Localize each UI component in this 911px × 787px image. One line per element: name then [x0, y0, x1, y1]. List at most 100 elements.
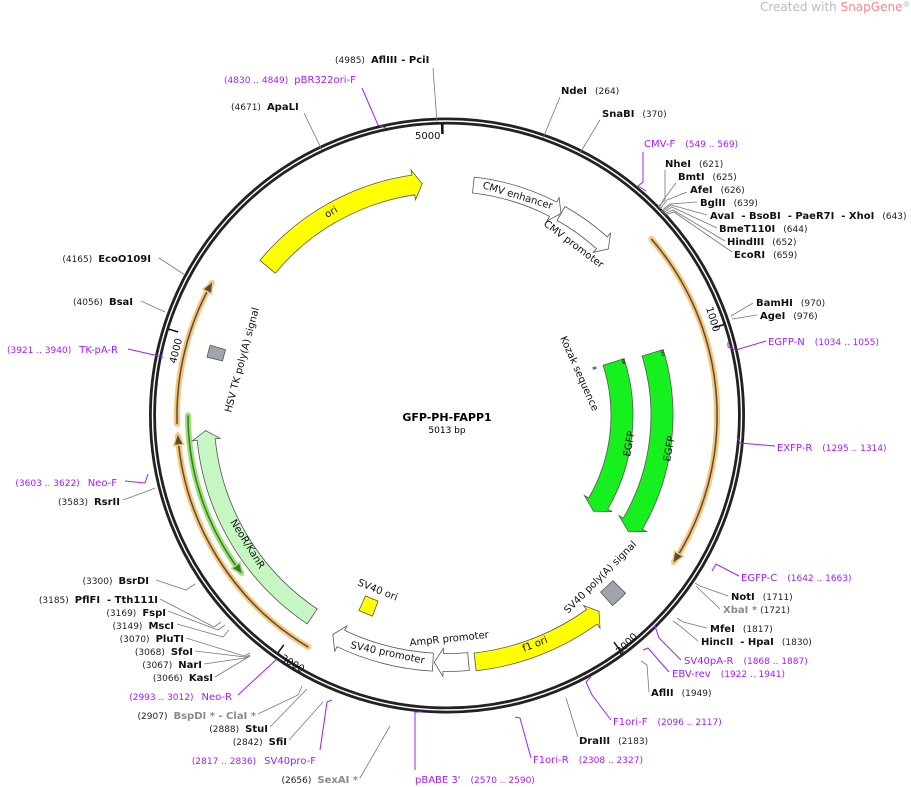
primer-label[interactable]: F1ori-R(2308 .. 2327)	[533, 755, 643, 766]
feature-hatch	[622, 362, 626, 365]
site-label[interactable]: AflII(1949)	[651, 688, 712, 699]
feature-hatch	[621, 358, 625, 361]
feature-hatch	[622, 361, 626, 364]
primers: (4830 .. 4849)pBR322ori-F CMV-F(549 .. 5…	[7, 75, 887, 786]
feature-hatch	[660, 350, 664, 352]
site-label[interactable]: (3149)MscI	[113, 621, 175, 632]
backbone-ring	[149, 117, 745, 714]
plasmid-size: 5013 bp	[428, 426, 465, 436]
site-label[interactable]: (2888)StuI	[209, 724, 268, 735]
site-label[interactable]: AgeI(976)	[760, 311, 818, 322]
leader-lines	[122, 67, 776, 779]
site-label[interactable]: XbaI *(1721)	[723, 605, 790, 616]
site-label[interactable]: SnaBI(370)	[602, 109, 667, 120]
features-layer	[172, 168, 721, 678]
orf-arrowhead	[172, 430, 185, 447]
primer-label[interactable]: pBABE 3'(2570 .. 2590)	[415, 775, 535, 786]
site-label[interactable]: HindIII(652)	[727, 237, 796, 248]
site-label[interactable]: (3583)RsrII	[58, 497, 120, 508]
feature-label-egfp-outer: EGFP	[662, 435, 677, 462]
feature-hatch	[621, 360, 625, 362]
site-label[interactable]: AfeI(626)	[690, 185, 745, 196]
site-label[interactable]: (3068)SfoI	[135, 647, 193, 658]
site-label[interactable]: (3169)FspI	[106, 608, 166, 619]
orf-halo	[174, 280, 215, 427]
feature-label-kozak: Kozak sequence	[557, 335, 600, 413]
site-label[interactable]: (3185)PflFI - Tth111I	[39, 595, 158, 606]
site-label[interactable]: (4165)EcoO109I	[62, 254, 151, 265]
tick-3000: 3000	[279, 653, 307, 675]
site-label[interactable]: HincII - HpaI(1830)	[701, 637, 812, 648]
feature-kozak-sequence[interactable]	[592, 366, 597, 370]
tick-mark	[714, 323, 725, 329]
primer-label[interactable]: (3603 .. 3622)Neo-F	[15, 478, 117, 489]
orf-arrowhead	[671, 549, 685, 566]
site-label[interactable]: (3067)NarI	[142, 660, 202, 671]
watermark: Created with SnapGene®	[760, 0, 910, 14]
feature-label-egfp-inner: EGFP	[622, 430, 637, 457]
site-label[interactable]: BamHI(970)	[756, 298, 825, 309]
site-label[interactable]: (2656)SexAI *	[281, 775, 358, 786]
site-label[interactable]: BglII(639)	[700, 198, 758, 209]
tick-5000: 5000	[415, 131, 440, 142]
site-label[interactable]: NotI(1711)	[731, 592, 793, 603]
feature-ampr-promoter[interactable]	[433, 647, 470, 678]
feature-label-ampr-promoter: AmpR promoter	[409, 630, 490, 649]
feature-cmv-promoter[interactable]	[556, 205, 612, 254]
primer-label[interactable]: (2817 .. 2836)SV40pro-F	[192, 756, 316, 767]
site-label[interactable]: AvaI - BsoBI - PaeR7I - XhoI(643)	[710, 211, 907, 222]
site-label[interactable]: BmeT110I(644)	[719, 224, 807, 235]
site-label[interactable]: BmtI(625)	[678, 172, 737, 183]
site-label[interactable]: (3300)BsrDI	[83, 576, 149, 587]
feature-label-sv40-ori: SV40 ori	[356, 578, 399, 604]
feature-hsv-tk-poly-a-signal[interactable]	[206, 344, 227, 362]
primer-label[interactable]: EBV-rev(1922 .. 1941)	[672, 669, 785, 680]
feature-hatch	[660, 351, 665, 354]
feature-egfp[interactable]	[617, 349, 674, 533]
primer-label[interactable]: (2993 .. 3012)Neo-R	[129, 692, 232, 703]
orf-arc[interactable]	[187, 415, 242, 574]
orf-arrowhead	[201, 279, 214, 296]
site-label[interactable]: (4985)AflIII- PciI	[335, 55, 429, 66]
primer-label[interactable]: F1ori-F(2096 .. 2117)	[613, 717, 722, 728]
restriction-sites: (4985)AflIII- PciI (4671)ApaLI NdeI(264)…	[39, 55, 907, 786]
site-label[interactable]: (4671)ApaLI	[231, 102, 299, 113]
primer-label[interactable]: (4830 .. 4849)pBR322ori-F	[224, 75, 356, 86]
primer-label[interactable]: EGFP-C(1642 .. 1663)	[741, 573, 852, 584]
orf-arc[interactable]	[650, 238, 718, 563]
feature-f1-ori[interactable]	[473, 604, 601, 672]
feature-sv40-ori[interactable]	[358, 595, 379, 617]
primer-label[interactable]: EGFP-N(1034 .. 1055)	[768, 337, 879, 348]
feature-sv40-promoter[interactable]	[332, 624, 434, 672]
site-label[interactable]: (2907)BspDI * - ClaI *	[138, 711, 257, 722]
site-label[interactable]: EcoRI(659)	[734, 250, 797, 261]
site-label[interactable]: (3066)KasI	[153, 673, 213, 684]
feature-cmv-enhancer[interactable]	[472, 176, 562, 222]
site-label[interactable]: (4056)BsaI	[73, 297, 133, 308]
feature-hatch	[661, 353, 665, 355]
tick-mark	[168, 328, 179, 333]
feature-neor-kanr[interactable]	[190, 430, 318, 625]
site-label[interactable]: (3070)PluTI	[120, 634, 184, 645]
backbone-gap	[151, 120, 743, 711]
orf-arrowhead	[230, 561, 245, 577]
tick-mark	[613, 641, 621, 651]
feature-ori[interactable]	[259, 168, 423, 274]
primer-label[interactable]: SV40pA-R(1868 .. 1887)	[684, 656, 808, 667]
primer-label[interactable]: (3921 .. 3940)TK-pA-R	[7, 345, 118, 356]
feature-sv40-poly-a-signal[interactable]	[600, 580, 627, 607]
site-label[interactable]: DraIII(2183)	[579, 736, 648, 747]
primer-label[interactable]: CMV-F(549 .. 569)	[644, 139, 738, 150]
primer-label[interactable]: EXFP-R(1295 .. 1314)	[777, 443, 887, 454]
site-label[interactable]: (2842)SfiI	[233, 737, 287, 748]
feature-hatch	[661, 354, 665, 357]
site-label[interactable]: NdeI(264)	[561, 86, 619, 97]
orf-arc[interactable]	[177, 435, 309, 648]
feature-label-sv40-polya: SV40 poly(A) signal	[562, 539, 639, 616]
site-label[interactable]: NheI(621)	[665, 159, 723, 170]
feature-egfp[interactable]	[583, 358, 634, 512]
site-label[interactable]: MfeI(1817)	[710, 624, 773, 635]
feature-label-hsv-tk-polya: HSV TK poly(A) signal	[223, 306, 262, 413]
tick-mark	[277, 644, 285, 654]
orf-arc[interactable]	[176, 282, 213, 424]
